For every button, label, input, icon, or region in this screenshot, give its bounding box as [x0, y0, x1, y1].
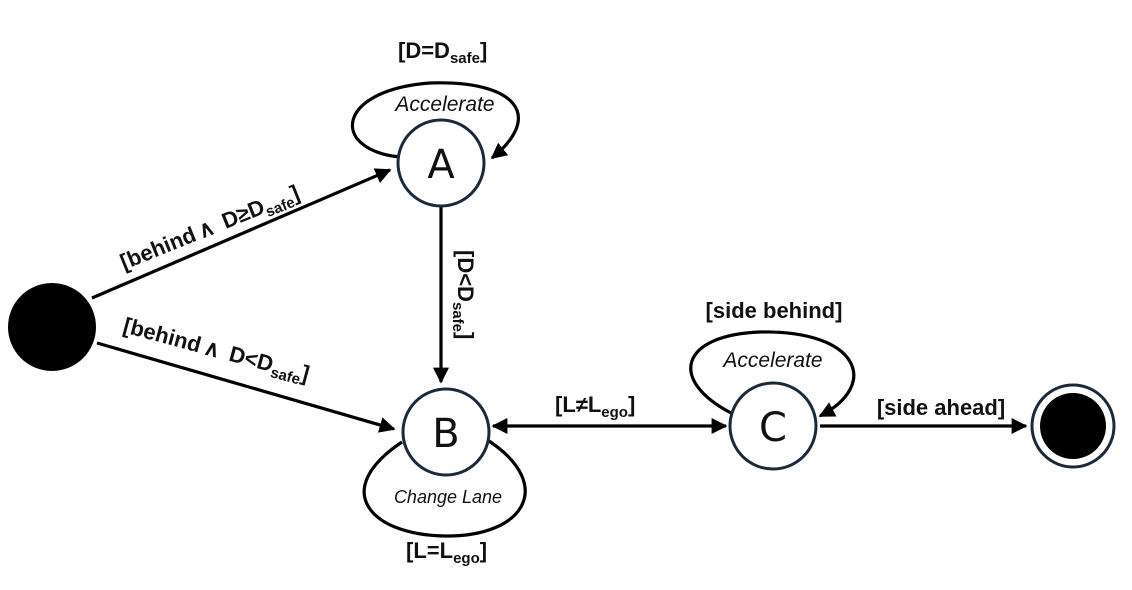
state-a-label: A [427, 142, 455, 188]
state-b-node [401, 387, 491, 477]
state-c-label: C [759, 405, 787, 451]
final-state-inner-dot [1040, 393, 1106, 459]
self-loop-a [350, 81, 520, 160]
self-loop-c-action: Accelerate [721, 349, 822, 372]
self-loop-b-action: Change Lane [394, 487, 502, 507]
state-c-node [728, 381, 818, 471]
state-a-node [396, 118, 486, 208]
guard-b-self: [L=Lego] [406, 538, 487, 567]
guard-a-self: [D=Dsafe] [398, 38, 487, 67]
guard-initial-to-a: [behind∧D≥Dsafe] [117, 180, 305, 278]
self-loop-b [362, 439, 527, 538]
edge-initial-to-b [96, 341, 396, 433]
state-b-label: B [432, 411, 459, 457]
edge-initial-to-a [91, 168, 392, 300]
self-loop-c [689, 330, 856, 418]
guard-c-self: [side behind] [706, 298, 843, 323]
initial-state-node [8, 283, 96, 371]
self-loop-a-action: Accelerate [393, 93, 494, 116]
guard-a-to-b: [D<Dsafe] [449, 250, 478, 339]
guard-b-c: [L≠Lego] [555, 392, 635, 421]
guard-c-to-final: [side ahead] [877, 395, 1005, 420]
